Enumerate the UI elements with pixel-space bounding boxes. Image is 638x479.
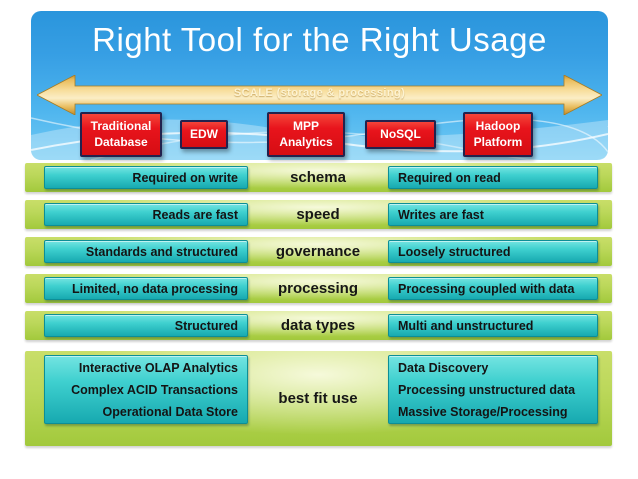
row-processing: Limited, no data processing processing Pro… [25,274,612,303]
tool-box-label: Database [94,134,148,149]
tool-box-label: Hadoop [475,118,521,133]
row-schema: Required on write schema Required on read [25,163,612,192]
row-center-label: governance [275,243,361,260]
best-fit-right-line: Massive Storage/Processing [398,404,568,419]
row-right-box: Required on read [388,166,598,189]
row-center-label: processing [277,280,359,297]
scale-arrow [37,75,602,115]
row-speed: Reads are fast speed Writes are fast [25,200,612,229]
row-center-label: speed [296,206,340,223]
tool-box-label: NoSQL [380,126,421,141]
tool-box-label: EDW [190,126,218,141]
row-center-label: best fit use [278,390,358,407]
row-right-box: Loosely structured [388,240,598,263]
best-fit-right-line: Processing unstructured data [398,382,576,397]
row-center-label: data types [280,317,356,334]
row-governance: Standards and structured governance Loosel… [25,237,612,266]
tool-box-edw: EDW [180,120,228,149]
row-left-box: Limited, no data processing [44,277,248,300]
row-right-box: Processing coupled with data [388,277,598,300]
row-center-label: schema [290,169,346,186]
tool-box-label: Analytics [279,134,333,149]
row-right-box: Writes are fast [388,203,598,226]
scale-arrow-label: SCALE (storage & processing) [233,87,406,99]
tool-box-label: Platform [473,134,523,149]
best-fit-left-box: Interactive OLAP Analytics Complex ACID … [44,355,248,424]
row-best-fit-use: Interactive OLAP Analytics Complex ACID … [25,351,612,446]
row-left-box: Required on write [44,166,248,189]
page-title: Right Tool for the Right Usage [92,21,547,58]
tool-box-label: Traditional [90,118,152,133]
best-fit-left-line: Operational Data Store [102,404,238,419]
tool-box-label: MPP [292,118,319,133]
row-right-box: Multi and unstructured [388,314,598,337]
best-fit-left-line: Interactive OLAP Analytics [78,360,238,375]
row-left-box: Structured [44,314,248,337]
best-fit-right-box: Data Discovery Processing unstructured d… [388,355,598,424]
best-fit-right-line: Data Discovery [398,360,489,375]
row-left-box: Reads are fast [44,203,248,226]
best-fit-left-line: Complex ACID Transactions [71,382,238,397]
tool-box-nosql: NoSQL [365,120,436,149]
row-data-types: Structured data types Multi and unstructur… [25,311,612,340]
row-left-box: Standards and structured [44,240,248,263]
